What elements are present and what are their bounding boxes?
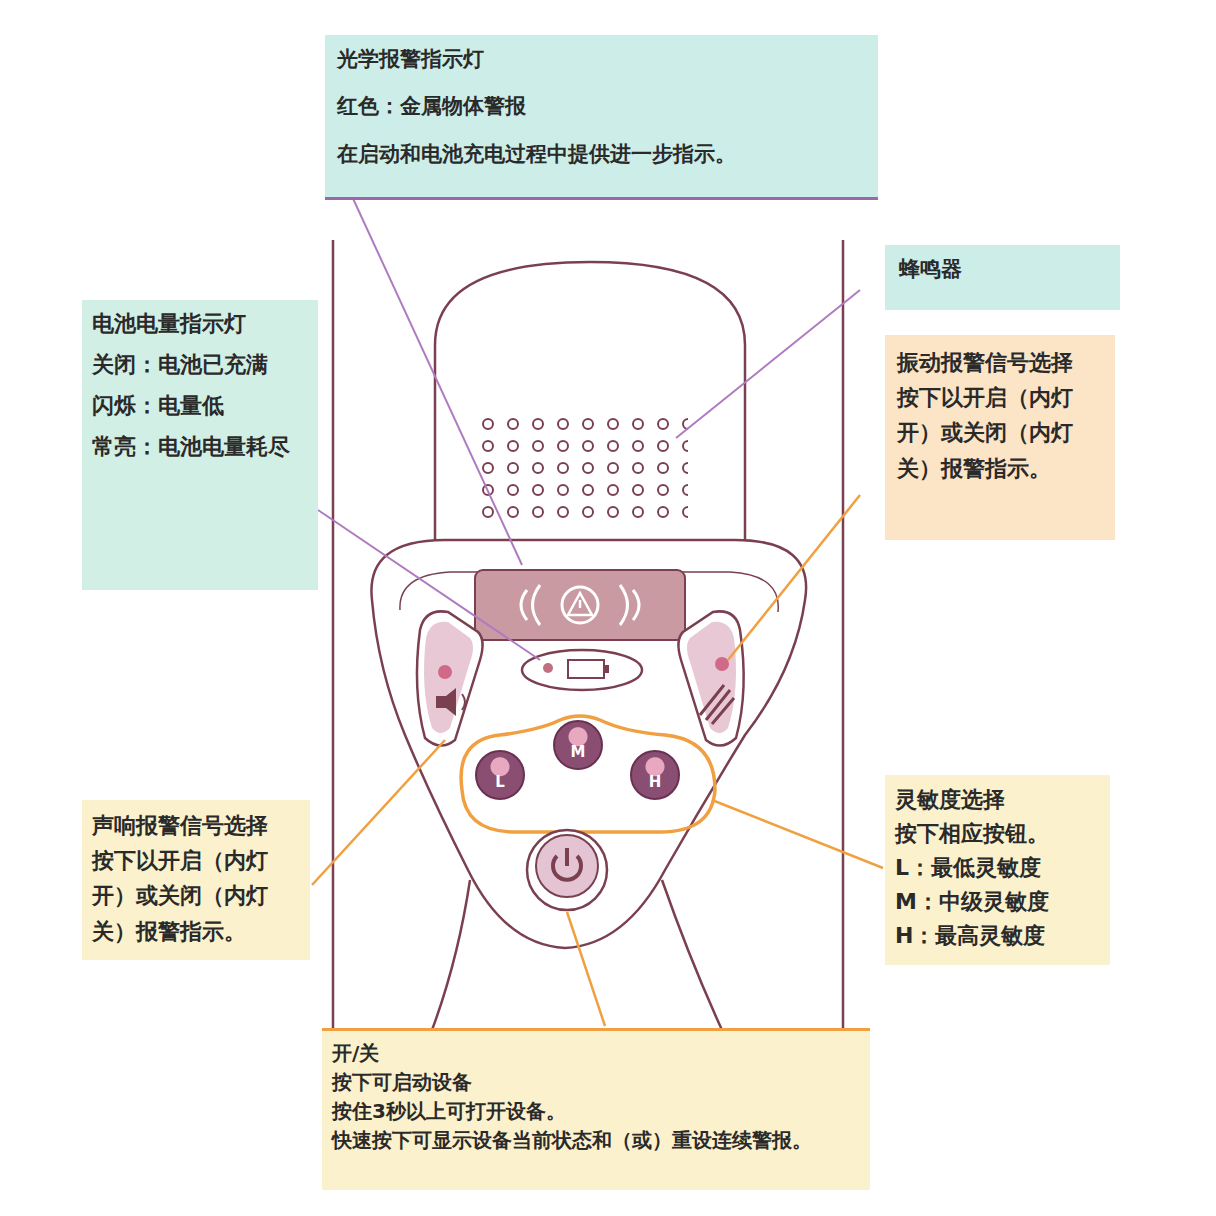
callout-box: 蜂鸣器 — [885, 245, 1120, 310]
button-letter: L — [495, 775, 505, 798]
sensitivity-button: L — [475, 750, 525, 800]
leader-line — [676, 290, 860, 438]
battery-tip — [604, 665, 609, 673]
callout-heading: 开/关 — [332, 1039, 860, 1068]
callout-box: 声响报警信号选择按下以开启（内灯开）或关闭（内灯关）报警指示。 — [82, 800, 310, 960]
callout-text: 按下相应按钮。 — [895, 817, 1100, 851]
speaker-grille — [478, 415, 688, 525]
leader-line — [350, 192, 522, 565]
alert-waves — [521, 585, 639, 625]
sensitivity-button: M — [553, 720, 603, 770]
callout-text: 按下可启动设备 — [332, 1068, 860, 1097]
grip-edge — [432, 880, 470, 1030]
alert-ring — [562, 587, 598, 623]
sound-wave — [462, 694, 465, 710]
callout-text: 常亮：电池电量耗尽 — [92, 431, 308, 463]
callout-box: 灵敏度选择按下相应按钮。L：最低灵敏度M：中级灵敏度H：最高灵敏度 — [885, 775, 1110, 965]
alert-light — [475, 570, 685, 640]
sensitivity-group-outline — [461, 716, 715, 832]
power-icon — [565, 848, 569, 866]
callout-heading: 声响报警信号选择 — [92, 808, 300, 843]
callout-heading: 灵敏度选择 — [895, 783, 1100, 817]
leader-line — [712, 800, 883, 868]
detector-head — [435, 262, 745, 570]
speaker-icon — [436, 688, 456, 716]
callout-text: H：最高灵敏度 — [895, 919, 1100, 953]
battery-indicator — [522, 650, 642, 690]
control-panel — [371, 540, 806, 948]
sound-button-face — [424, 622, 473, 733]
button-letter: H — [649, 775, 662, 798]
sound-button — [417, 611, 483, 745]
vibrate-button — [678, 611, 743, 745]
callout-heading: 蜂鸣器 — [899, 255, 1106, 284]
power-button-rim — [527, 830, 607, 910]
sensitivity-button: H — [630, 750, 680, 800]
callout-text: 按下以开启（内灯开）或关闭（内灯关）报警指示。 — [897, 380, 1103, 486]
leader-line — [312, 740, 445, 885]
callout-heading: 光学报警指示灯 — [337, 45, 866, 74]
callout-box: 开/关按下可启动设备按住3秒以上可打开设备。快速按下可显示设备当前状态和（或）重… — [322, 1028, 870, 1190]
callout-text: M：中级灵敏度 — [895, 885, 1100, 919]
warning-mark — [579, 600, 582, 608]
sound-led — [438, 665, 452, 679]
vibrate-button-face — [687, 622, 736, 733]
callout-text: 按住3秒以上可打开设备。 — [332, 1097, 860, 1126]
callout-box: 电池电量指示灯关闭：电池已充满闪烁：电量低常亮：电池电量耗尽 — [82, 300, 318, 590]
callout-box: 光学报警指示灯红色：金属物体警报在启动和电池充电过程中提供进一步指示。 — [325, 35, 878, 200]
callout-text: 按下以开启（内灯开）或关闭（内灯关）报警指示。 — [92, 843, 300, 949]
vibrate-icon — [700, 685, 734, 724]
callout-text: 快速按下可显示设备当前状态和（或）重设连续警报。 — [332, 1126, 860, 1155]
callout-text: 关闭：电池已充满 — [92, 349, 308, 381]
leader-line — [728, 495, 860, 660]
callout-text: L：最低灵敏度 — [895, 851, 1100, 885]
callout-heading: 振动报警信号选择 — [897, 345, 1103, 380]
vibrate-led — [715, 657, 729, 671]
button-letter: M — [571, 745, 586, 768]
handle-edge — [842, 240, 845, 1030]
callout-text: 在启动和电池充电过程中提供进一步指示。 — [337, 140, 866, 169]
leader-line — [567, 912, 605, 1026]
leader-line — [318, 510, 540, 660]
power-button — [536, 835, 598, 897]
battery-led — [543, 663, 553, 673]
handle-edge — [332, 240, 335, 1030]
battery-symbol — [568, 660, 604, 678]
callout-text: 闪烁：电量低 — [92, 390, 308, 422]
grip-edge — [662, 880, 722, 1030]
warning-triangle — [568, 593, 592, 615]
callout-heading: 电池电量指示灯 — [92, 308, 308, 340]
callout-text: 红色：金属物体警报 — [337, 92, 866, 121]
callout-box: 振动报警信号选择按下以开启（内灯开）或关闭（内灯关）报警指示。 — [885, 335, 1115, 540]
